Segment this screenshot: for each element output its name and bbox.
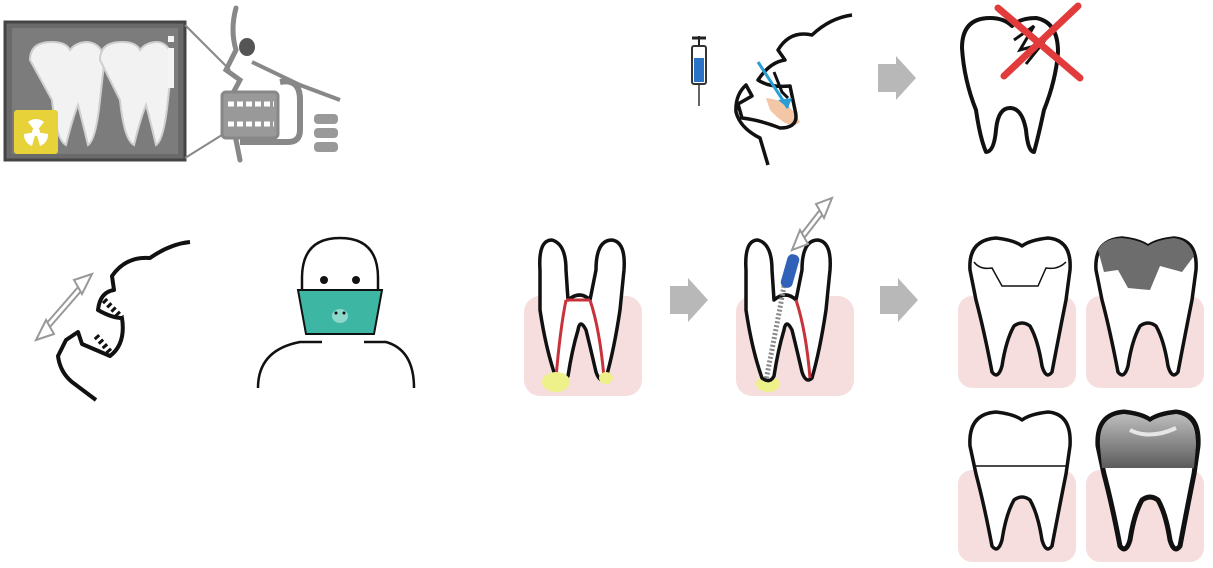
infected-tooth-icon — [524, 240, 642, 396]
treatment-step — [524, 198, 918, 396]
rubber-dam-icon — [258, 238, 414, 388]
inlay-tooth-icon — [958, 238, 1076, 388]
syringe-icon — [692, 36, 706, 106]
filling-tooth-icon — [1086, 238, 1204, 388]
xray-info-letter: i — [0, 0, 1, 1]
step-arrow — [670, 278, 708, 322]
restoration-step — [958, 238, 1204, 562]
step-arrow — [880, 278, 918, 322]
xray-device-icon — [185, 8, 340, 160]
preparation-step — [36, 238, 414, 400]
xray-step — [5, 8, 340, 160]
root-canal-file-icon — [736, 198, 854, 396]
anesthesia-face-icon — [736, 15, 852, 165]
radiation-icon — [14, 110, 58, 154]
step-arrow — [878, 56, 916, 100]
metal-crown-tooth-icon — [1086, 412, 1204, 562]
anesthesia-step — [692, 6, 1080, 165]
crown-tooth-icon — [958, 412, 1076, 562]
open-mouth-icon — [36, 242, 190, 400]
broken-tooth-icon — [962, 6, 1080, 152]
